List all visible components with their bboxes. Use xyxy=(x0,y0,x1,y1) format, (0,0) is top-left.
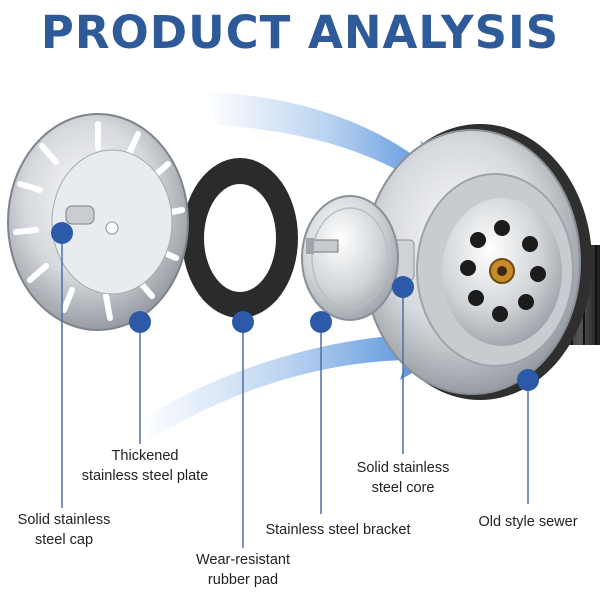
label-rubber-pad-line1: Wear-resistant xyxy=(195,552,290,568)
label-thickened-plate-line1: Thickened xyxy=(111,448,179,464)
stainless-bracket xyxy=(301,195,399,321)
page-title: PRODUCT ANALYSIS xyxy=(40,6,560,59)
label-rubber-pad-line2: rubber pad xyxy=(207,572,279,588)
label-thickened-plate: Thickened stainless steel plate xyxy=(70,446,220,486)
label-sewer: Old style sewer xyxy=(458,512,598,532)
marker-core xyxy=(392,276,414,298)
label-thickened-plate-line2: stainless steel plate xyxy=(81,468,209,484)
drain-holes xyxy=(460,220,546,322)
marker-sewer xyxy=(517,369,539,391)
sewer-body xyxy=(363,124,592,400)
rubber-pad xyxy=(182,158,298,318)
label-bracket: Stainless steel bracket xyxy=(252,520,424,540)
label-core-line1: Solid stainless xyxy=(356,460,450,476)
marker-rubber-pad xyxy=(232,311,254,333)
marker-bracket xyxy=(310,311,332,333)
marker-thickened-plate xyxy=(129,311,151,333)
label-core: Solid stainless steel core xyxy=(343,458,463,498)
marker-solid-cap xyxy=(51,222,73,244)
strainer-cap xyxy=(7,113,189,331)
label-solid-cap-line1: Solid stainless xyxy=(17,512,111,528)
label-core-line2: steel core xyxy=(371,480,435,496)
flow-arrow-top xyxy=(205,92,470,205)
leader-lines xyxy=(61,233,529,548)
label-rubber-pad: Wear-resistant rubber pad xyxy=(183,550,303,590)
label-solid-cap-line2: steel cap xyxy=(34,532,94,548)
label-sewer-line1: Old style sewer xyxy=(478,514,578,530)
label-solid-cap: Solid stainless steel cap xyxy=(4,510,124,550)
label-bracket-line1: Stainless steel bracket xyxy=(265,522,411,538)
flow-arrow-bottom xyxy=(140,318,462,440)
